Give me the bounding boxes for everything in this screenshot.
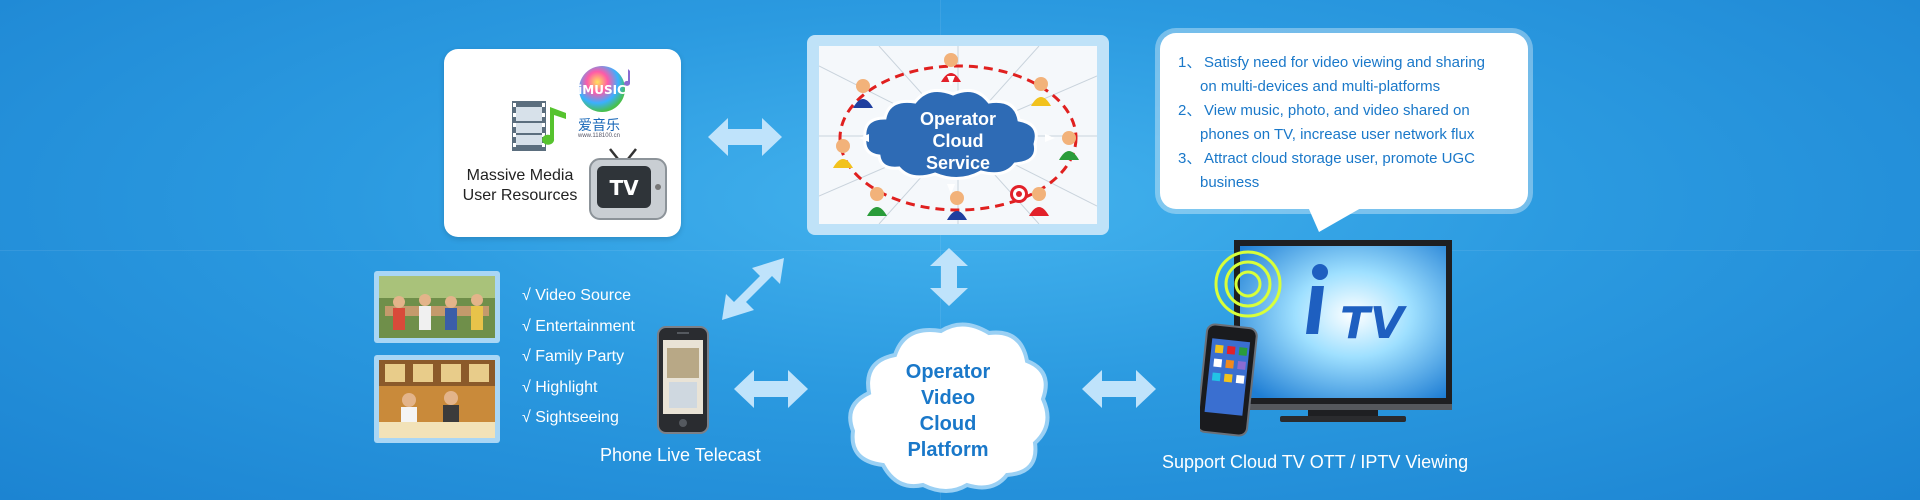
- imusic-logo-icon: iMUSIC: [578, 66, 631, 112]
- video-source-checklist: √ Video Source √ Entertainment √ Family …: [522, 281, 635, 434]
- tv-screen-label: TV: [1340, 298, 1407, 349]
- platform-line1: Operator: [905, 361, 991, 383]
- checklist-item: √ Entertainment: [522, 317, 635, 335]
- double-arrow-platform-tv: [1082, 370, 1156, 408]
- grid-line: [940, 0, 941, 500]
- aiyinyue-label: 爱音乐: [578, 118, 620, 134]
- checklist-item: √ Family Party: [522, 348, 625, 366]
- platform-line3: Cloud: [919, 413, 977, 435]
- benefit-line2: business: [1200, 174, 1260, 191]
- double-arrow-service-platform: [930, 248, 968, 306]
- checklist-item: √ Sightseeing: [522, 409, 619, 427]
- photo-entertainment: [374, 271, 500, 343]
- photo-highlight: [374, 355, 500, 443]
- smartphone-icon: [657, 326, 709, 434]
- tv-icon: TV: [589, 148, 667, 220]
- video-cloud-platform: Operator Video Cloud Platform: [843, 315, 1053, 495]
- media-label-line1: Massive Media: [466, 167, 574, 184]
- benefit-line1: View music, photo, and video shared on: [1204, 102, 1470, 119]
- phone-live-telecast-caption: Phone Live Telecast: [600, 445, 761, 465]
- service-title-line2: Cloud: [932, 131, 984, 151]
- media-label-line2: User Resources: [462, 187, 578, 204]
- cloud-shape-icon: [848, 322, 1050, 493]
- aiyinyue-url: www.118100.cn: [578, 133, 620, 139]
- network-illustration: [819, 46, 1097, 224]
- benefit-num: 3、: [1178, 150, 1202, 167]
- user-figures-icon: [833, 53, 1079, 220]
- operator-cloud-service-panel: Operator Cloud Service: [807, 35, 1109, 235]
- benefit-line2: on multi-devices and multi-platforms: [1200, 78, 1441, 95]
- film-music-icon: [512, 101, 566, 151]
- target-icon: [1010, 185, 1028, 203]
- benefit-item: 2、View music, photo, and video shared on…: [1178, 99, 1518, 147]
- benefit-line1: Satisfy need for video viewing and shari…: [1204, 54, 1486, 71]
- service-title-line3: Service: [925, 153, 991, 173]
- library-photo-icon: [379, 360, 495, 438]
- grid-line: [0, 250, 1920, 251]
- benefit-num: 1、: [1178, 54, 1202, 71]
- benefits-bubble: 1、Satisfy need for video viewing and sha…: [1160, 33, 1528, 209]
- platform-line2: Video: [920, 387, 976, 409]
- tv-icon-label: TV: [609, 176, 639, 200]
- entertainment-photo-icon: [379, 276, 495, 338]
- benefit-line2: phones on TV, increase user network flux: [1200, 126, 1475, 143]
- benefit-item: 1、Satisfy need for video viewing and sha…: [1178, 51, 1518, 99]
- service-title-line1: Operator: [919, 109, 997, 129]
- double-arrow-media-service: [708, 118, 782, 156]
- media-resources-card: iMUSIC 爱音乐 www.118100.cn TV Massive Medi…: [444, 49, 681, 237]
- benefit-item: 3、Attract cloud storage user, promote UG…: [1178, 147, 1518, 195]
- operator-cloud-service-title: Operator Cloud Service: [819, 108, 1097, 174]
- operator-cloud-service-image: Operator Cloud Service: [819, 46, 1097, 224]
- double-arrow-phone-platform: [734, 370, 808, 408]
- benefits-list: 1、Satisfy need for video viewing and sha…: [1178, 51, 1518, 195]
- video-cloud-platform-label: Operator Video Cloud Platform: [843, 359, 1053, 463]
- benefit-num: 2、: [1178, 102, 1202, 119]
- cloud-tv-device: TV: [1200, 238, 1456, 438]
- cloud-tv-caption: Support Cloud TV OTT / IPTV Viewing: [1162, 452, 1469, 472]
- media-resources-label: Massive Media User Resources: [460, 166, 580, 206]
- double-arrow-diagonal: [722, 258, 784, 320]
- checklist-item: √ Highlight: [522, 378, 598, 396]
- tv-screen-icon: TV: [1200, 240, 1452, 437]
- checklist-item: √ Video Source: [522, 287, 631, 304]
- platform-line4: Platform: [907, 439, 989, 461]
- benefit-line1: Attract cloud storage user, promote UGC: [1204, 150, 1475, 167]
- imusic-label: iMUSIC: [578, 83, 626, 97]
